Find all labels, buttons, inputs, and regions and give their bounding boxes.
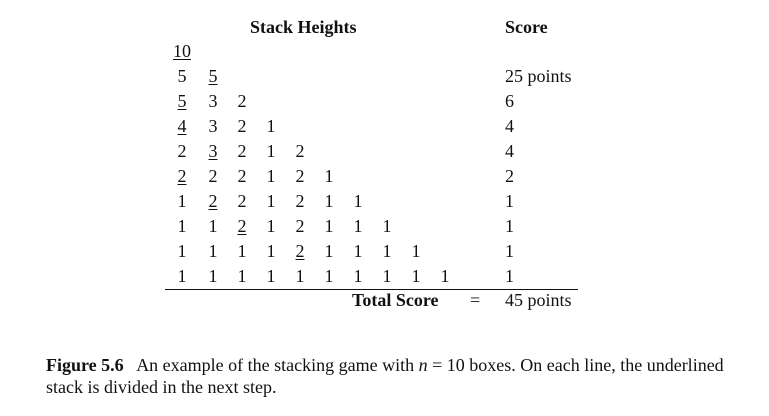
stack-height: 1 <box>411 266 421 286</box>
stack-height: 1 <box>266 241 276 261</box>
stack-height: 1 <box>411 241 421 261</box>
underlined-stack-height: 4 <box>177 116 187 136</box>
stack-height: 1 <box>324 166 334 186</box>
stack-height: 2 <box>237 91 247 111</box>
caption-n-symbol: n <box>418 355 428 375</box>
stack-height: 1 <box>353 266 363 286</box>
stack-height: 1 <box>324 241 334 261</box>
caption-text-after-n: = 10 boxes. On each line, the underlined… <box>46 355 724 397</box>
stack-height: 2 <box>295 191 305 211</box>
total-equals-sign: = <box>470 290 481 310</box>
row-score: 6 <box>505 91 514 111</box>
underlined-stack-height: 10 <box>173 41 191 61</box>
figure-label: Figure 5.6 <box>46 355 124 375</box>
stack-height: 1 <box>440 266 450 286</box>
stack-height: 3 <box>208 116 218 136</box>
underlined-stack-height: 3 <box>208 141 218 161</box>
table-rule <box>165 289 578 290</box>
stack-height: 2 <box>208 166 218 186</box>
total-score-label: Total Score <box>352 290 439 310</box>
stack-height: 1 <box>324 266 334 286</box>
row-score: 1 <box>505 241 514 261</box>
stack-height: 1 <box>177 241 187 261</box>
stack-height: 2 <box>237 116 247 136</box>
underlined-stack-height: 2 <box>208 191 218 211</box>
underlined-stack-height: 2 <box>237 216 247 236</box>
stack-height: 2 <box>237 141 247 161</box>
stack-height: 1 <box>266 166 276 186</box>
stack-height: 3 <box>208 91 218 111</box>
stack-height: 1 <box>177 266 187 286</box>
stack-heights-header: Stack Heights <box>250 17 357 37</box>
stack-height: 2 <box>295 141 305 161</box>
stack-height: 1 <box>353 191 363 211</box>
underlined-stack-height: 5 <box>177 91 187 111</box>
stack-height: 1 <box>295 266 305 286</box>
row-score: 25 points <box>505 66 572 86</box>
underlined-stack-height: 5 <box>208 66 218 86</box>
stack-height: 5 <box>177 66 187 86</box>
row-score: 2 <box>505 166 514 186</box>
total-score-value: 45 points <box>505 290 572 310</box>
stack-height: 1 <box>382 241 392 261</box>
figure-caption: Figure 5.6 An example of the stacking ga… <box>46 354 736 398</box>
stack-height: 1 <box>208 241 218 261</box>
stack-height: 1 <box>382 216 392 236</box>
stack-height: 1 <box>324 191 334 211</box>
stack-height: 1 <box>266 141 276 161</box>
caption-text-before-n: An example of the stacking game with <box>136 355 415 375</box>
stack-height: 1 <box>324 216 334 236</box>
stack-height: 1 <box>237 266 247 286</box>
stack-height: 1 <box>208 216 218 236</box>
row-score: 1 <box>505 266 514 286</box>
row-score: 4 <box>505 116 514 136</box>
stack-height: 2 <box>295 166 305 186</box>
stack-height: 1 <box>266 266 276 286</box>
stack-height: 1 <box>266 191 276 211</box>
stack-height: 1 <box>382 266 392 286</box>
stack-height: 1 <box>266 216 276 236</box>
stack-height: 2 <box>177 141 187 161</box>
row-score: 4 <box>505 141 514 161</box>
underlined-stack-height: 2 <box>295 241 305 261</box>
stack-height: 1 <box>266 116 276 136</box>
row-score: 1 <box>505 191 514 211</box>
stack-height: 1 <box>353 216 363 236</box>
stack-height: 2 <box>237 166 247 186</box>
stack-height: 1 <box>177 191 187 211</box>
stack-height: 1 <box>237 241 247 261</box>
stack-height: 2 <box>237 191 247 211</box>
stack-height: 2 <box>295 216 305 236</box>
score-header: Score <box>505 17 548 37</box>
stack-height: 1 <box>353 241 363 261</box>
underlined-stack-height: 2 <box>177 166 187 186</box>
stack-height: 1 <box>208 266 218 286</box>
stack-height: 1 <box>177 216 187 236</box>
row-score: 1 <box>505 216 514 236</box>
